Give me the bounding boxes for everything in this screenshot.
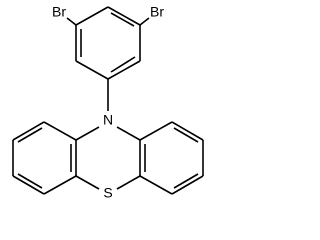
double-bond-inner xyxy=(110,12,135,27)
bond xyxy=(12,175,45,195)
bond xyxy=(116,175,141,190)
bond xyxy=(139,121,173,141)
double-bond-inner xyxy=(173,127,199,143)
bond xyxy=(107,60,141,80)
thiazine-ring xyxy=(75,126,141,190)
right-benzo-ring xyxy=(139,121,204,195)
bond-to-br-right xyxy=(139,17,150,26)
bond xyxy=(75,175,100,190)
bond xyxy=(75,126,100,141)
bond xyxy=(75,6,109,26)
bond xyxy=(12,121,45,141)
bromine-right-label: Br xyxy=(150,4,164,20)
double-bond-inner xyxy=(173,173,199,189)
double-bond-inner xyxy=(17,173,43,189)
double-bond-inner xyxy=(17,127,43,143)
bond xyxy=(43,121,77,141)
double-bond-inner xyxy=(110,56,136,73)
bond xyxy=(43,175,77,195)
bond xyxy=(171,121,204,141)
nitrogen-label: N xyxy=(103,112,113,128)
bond xyxy=(116,126,141,141)
sulfur-label: S xyxy=(103,185,112,201)
molecular-structure: Br Br N S xyxy=(12,4,204,201)
left-benzo-ring xyxy=(12,121,77,195)
bond xyxy=(171,175,204,195)
bond xyxy=(139,175,173,195)
bond-to-br-left xyxy=(66,17,77,26)
bond xyxy=(107,6,141,26)
bond xyxy=(75,60,109,80)
dibromophenyl-ring xyxy=(75,6,141,80)
bromine-left-label: Br xyxy=(52,4,66,20)
molecule-diagram: Br Br N S xyxy=(12,3,204,201)
